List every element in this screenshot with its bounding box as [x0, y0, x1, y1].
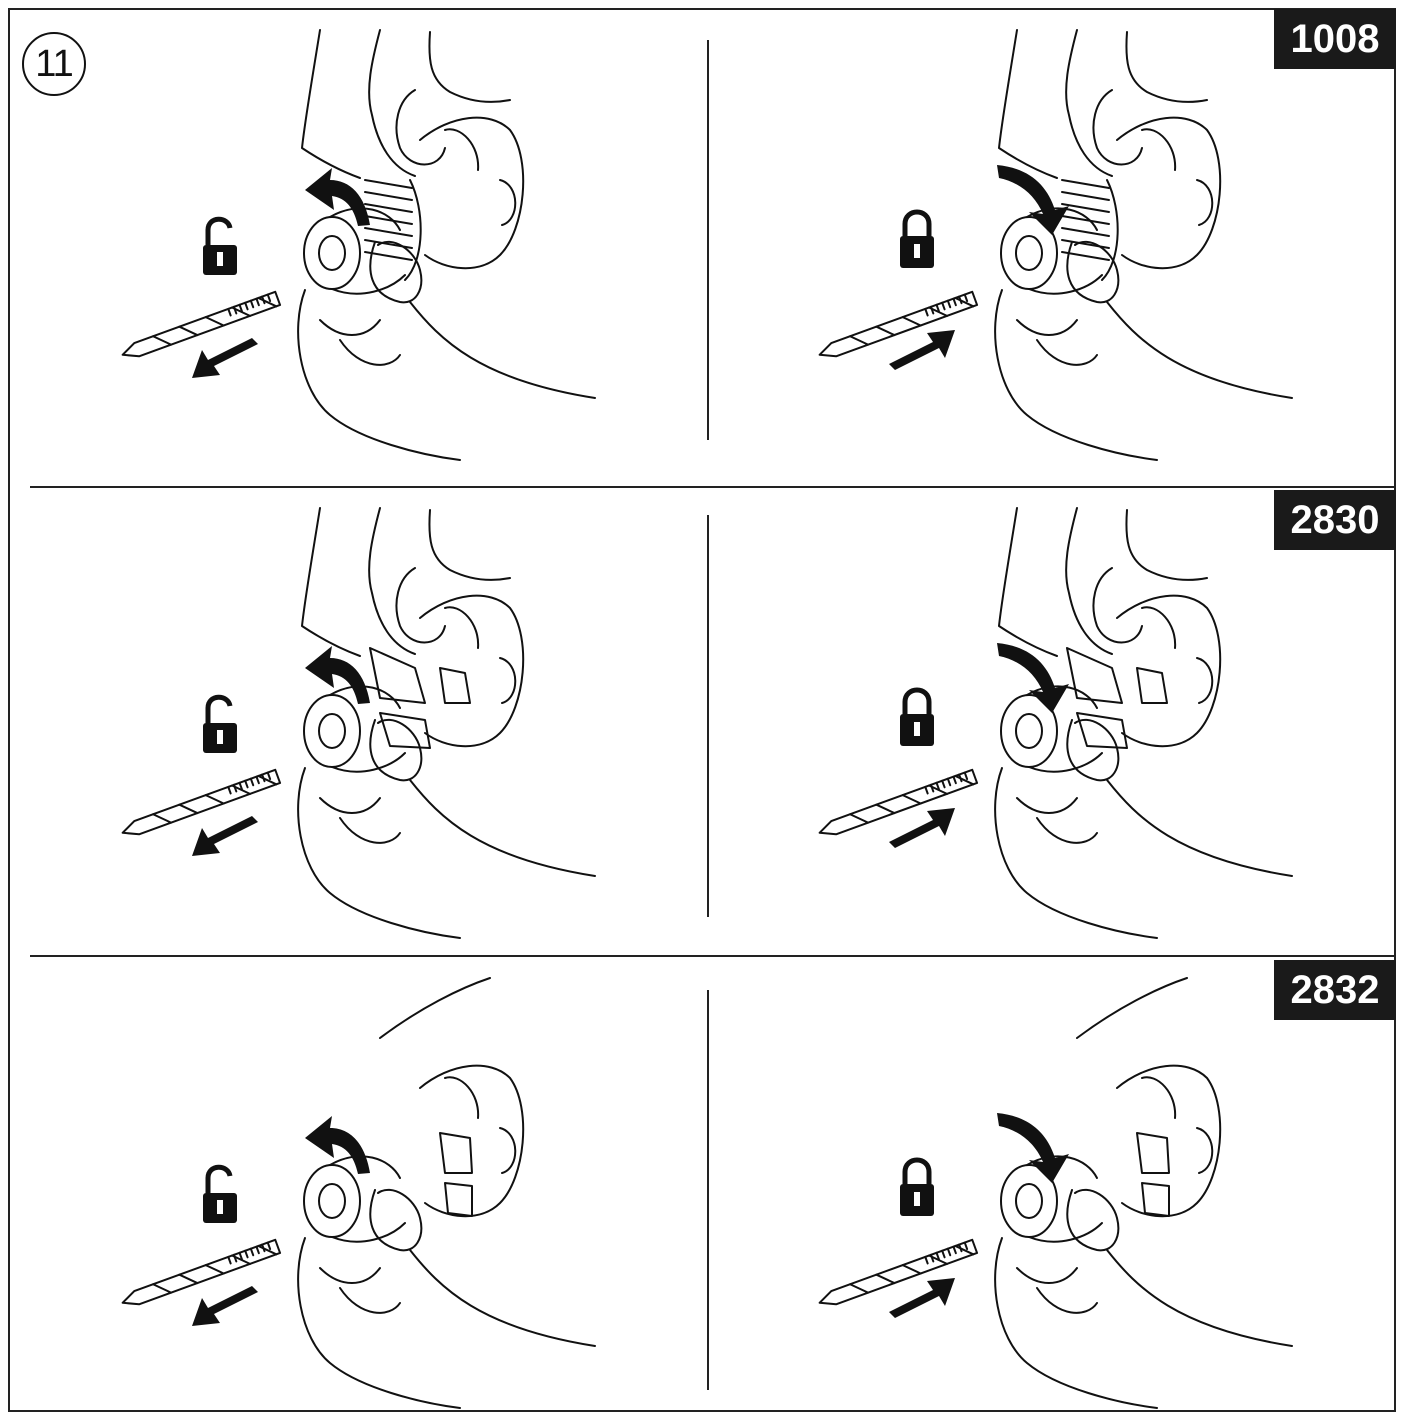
chuck-nose	[303, 694, 361, 768]
chuck-housing	[1116, 116, 1222, 270]
step-number: 11	[22, 32, 86, 96]
drill-chuck-illustration	[121, 29, 596, 461]
lock-icon	[900, 209, 934, 268]
rotate-open-arrow-icon	[305, 168, 370, 226]
panel-1008-tighten	[717, 20, 1393, 480]
push-in-arrow-icon	[889, 808, 955, 848]
column-divider	[707, 40, 709, 440]
drill-body-line	[1076, 977, 1188, 1039]
grip-ring	[364, 179, 413, 261]
lock-icon	[900, 1157, 934, 1216]
column-divider	[707, 515, 709, 917]
lower-hand	[994, 1188, 1293, 1409]
unlock-icon	[203, 216, 237, 275]
lower-hand	[994, 718, 1293, 939]
lower-hand	[297, 718, 596, 939]
model-badge-2830: 2830	[1274, 490, 1396, 550]
upper-hand	[301, 29, 511, 179]
drill-body-line	[379, 977, 491, 1039]
rotate-close-arrow-icon	[997, 165, 1069, 235]
panel-2832-loosen	[20, 968, 696, 1428]
push-in-arrow-icon	[889, 1278, 955, 1318]
chuck-housing	[419, 594, 525, 748]
drill-bit	[121, 290, 282, 358]
drill-chuck-illustration	[818, 29, 1293, 461]
chuck-housing	[1116, 594, 1222, 748]
push-in-arrow-icon	[889, 330, 955, 370]
chuck-housing	[419, 116, 525, 270]
lock-icon	[900, 687, 934, 746]
window-ring	[369, 647, 471, 749]
chuck-nose	[303, 1164, 361, 1238]
panel-2832-tighten	[717, 968, 1393, 1428]
pull-out-arrow-icon	[192, 816, 258, 856]
chuck-nose	[303, 216, 361, 290]
model-badge-2832: 2832	[1274, 960, 1396, 1020]
drill-bit	[818, 768, 979, 836]
panel-1008-loosen	[20, 20, 696, 480]
row-divider	[30, 486, 1396, 488]
upper-hand	[998, 507, 1208, 657]
pull-out-arrow-icon	[192, 338, 258, 378]
upper-hand	[301, 507, 511, 657]
lower-hand	[994, 240, 1293, 461]
model-badge-1008: 1008	[1274, 9, 1396, 69]
unlock-icon	[203, 694, 237, 753]
figure-frame	[8, 8, 1396, 1412]
drill-bit	[818, 1238, 979, 1306]
window-ring	[1066, 647, 1168, 749]
drill-chuck-illustration	[121, 507, 596, 939]
drill-chuck-illustration	[818, 977, 1293, 1409]
drill-bit	[121, 1238, 282, 1306]
lower-hand	[297, 240, 596, 461]
lower-hand	[297, 1188, 596, 1409]
pull-out-arrow-icon	[192, 1286, 258, 1326]
drill-bit	[121, 768, 282, 836]
rotate-close-arrow-icon	[997, 643, 1069, 713]
panel-2830-tighten	[717, 498, 1393, 958]
column-divider	[707, 990, 709, 1390]
panel-2830-loosen	[20, 498, 696, 958]
rotate-open-arrow-icon	[305, 646, 370, 704]
unlock-icon	[203, 1164, 237, 1223]
upper-hand	[998, 29, 1208, 179]
rotate-open-arrow-icon	[305, 1116, 370, 1174]
row-divider	[30, 955, 1396, 957]
drill-chuck-illustration	[121, 977, 596, 1409]
drill-bit	[818, 290, 979, 358]
drill-chuck-illustration	[818, 507, 1293, 939]
rotate-close-arrow-icon	[997, 1113, 1069, 1183]
